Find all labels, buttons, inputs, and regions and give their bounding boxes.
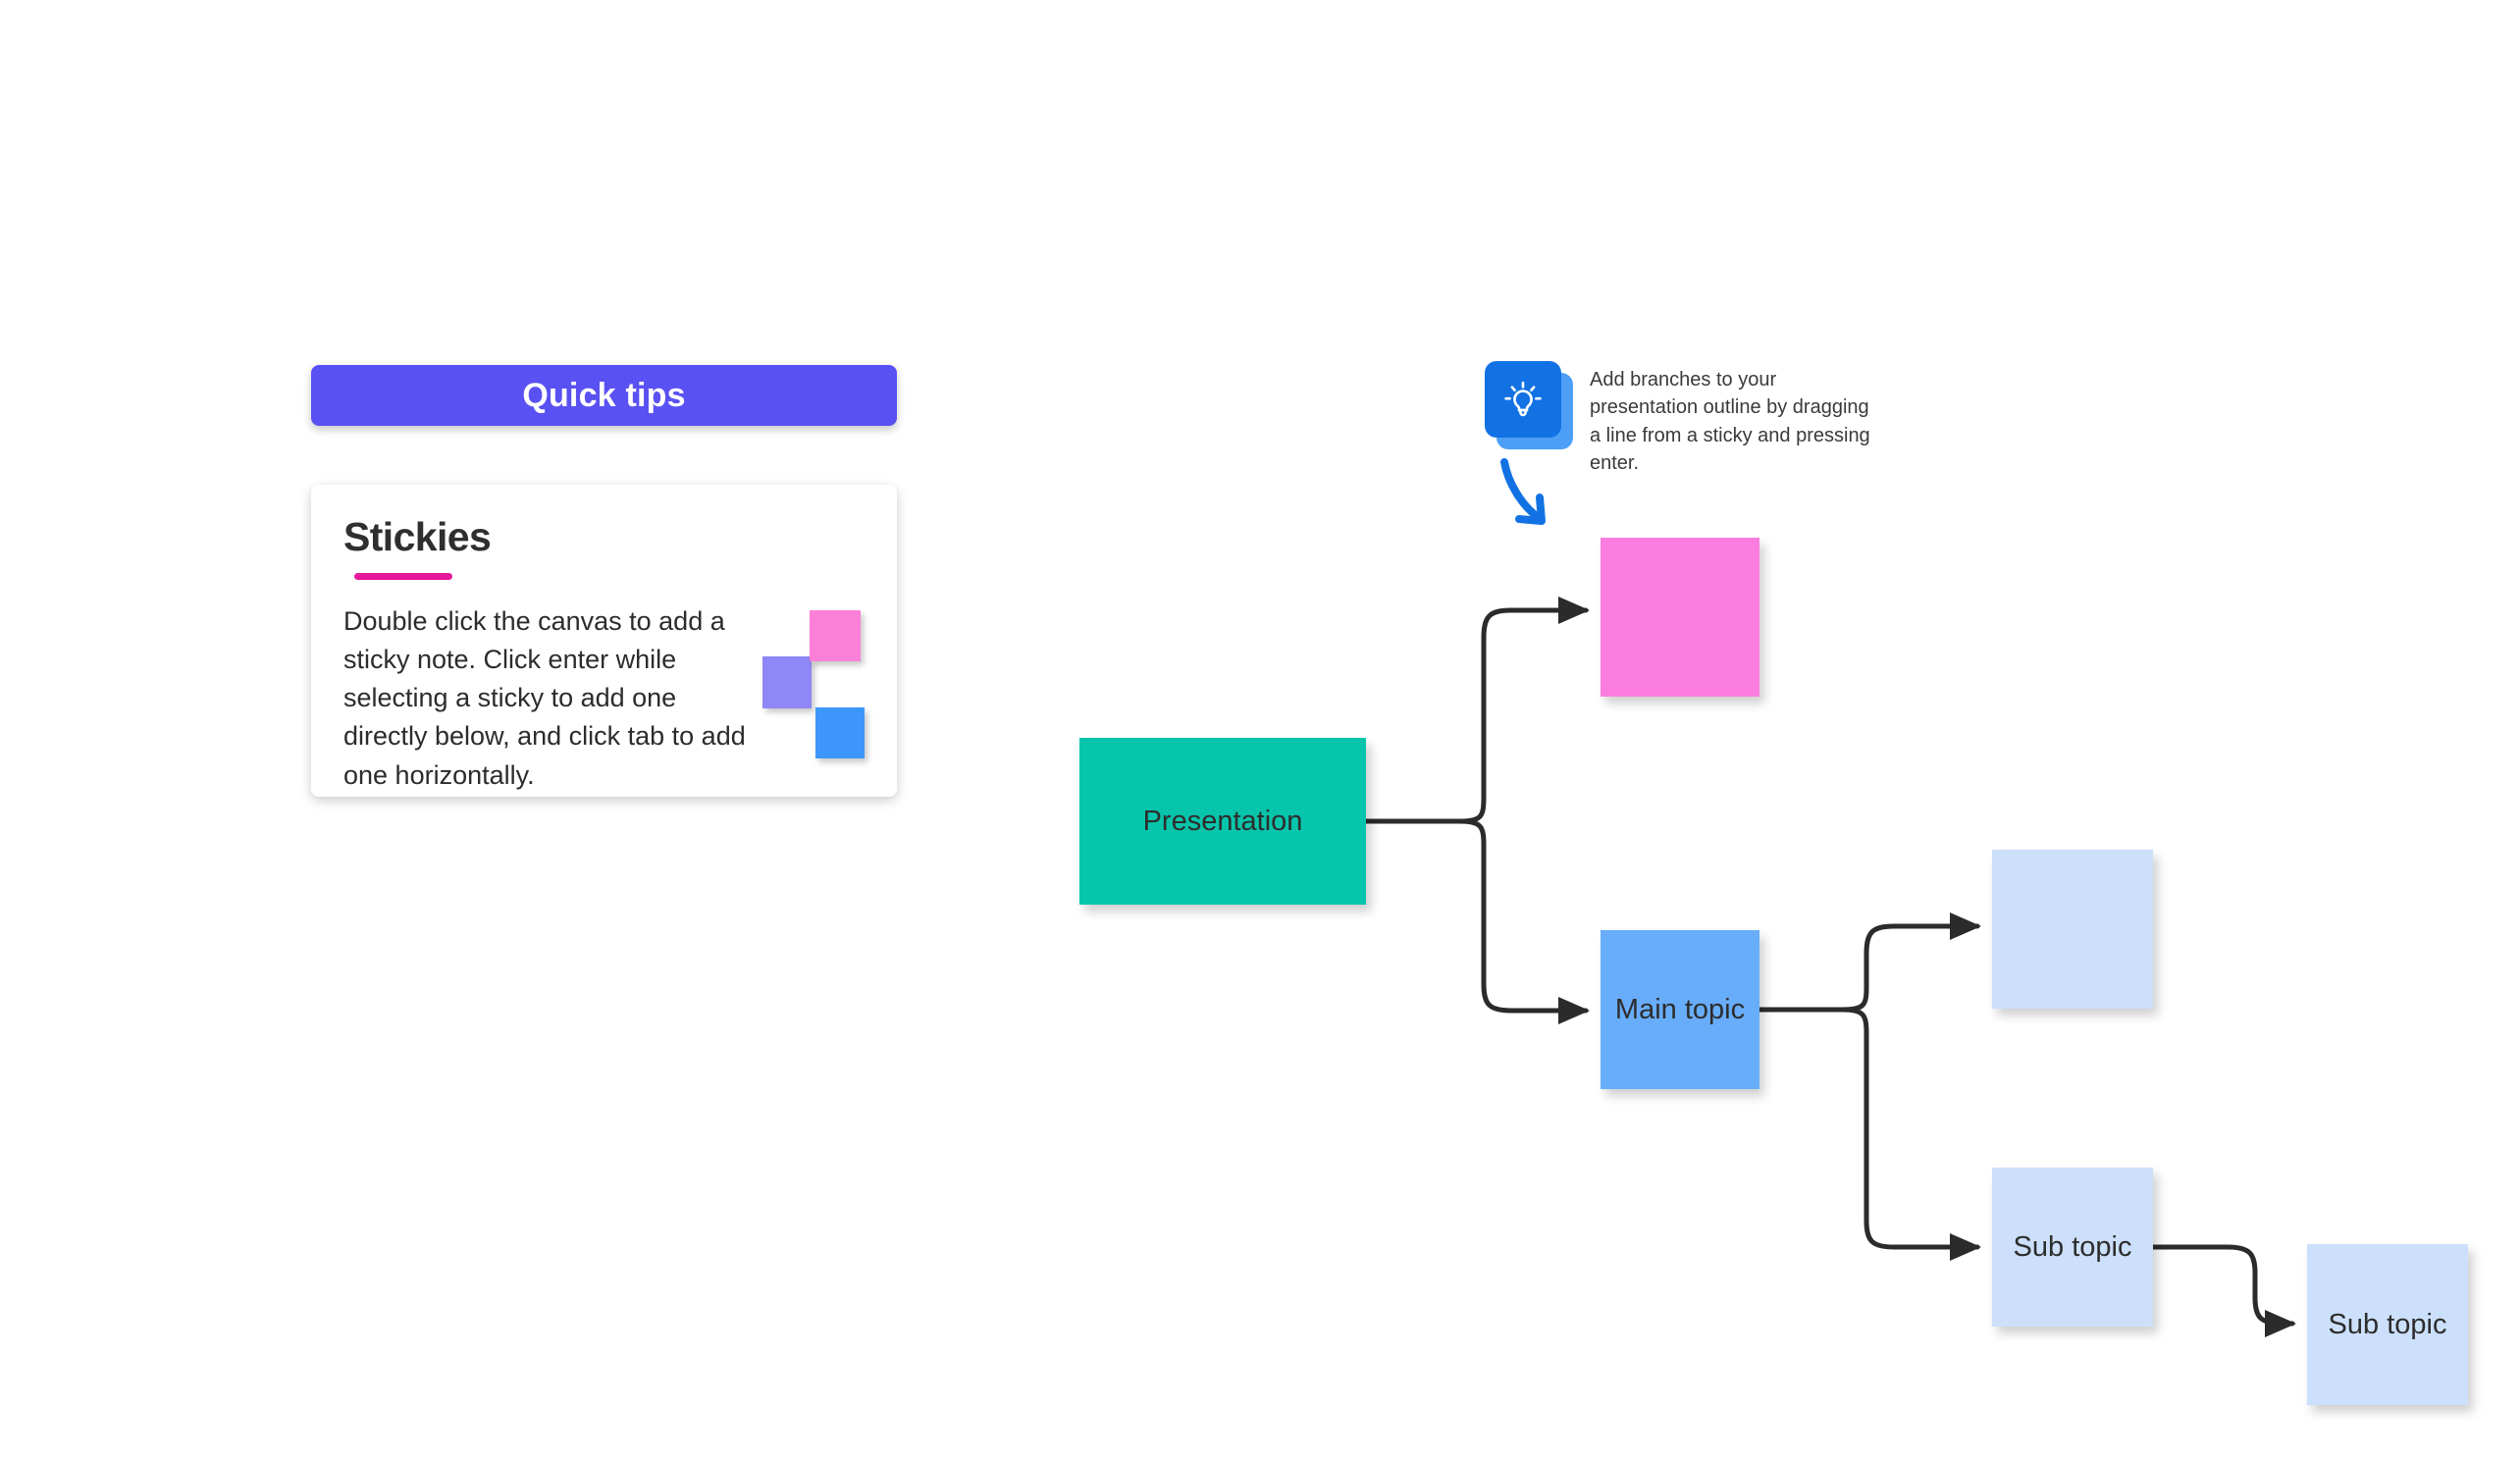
decor-sticky-blue	[815, 707, 865, 758]
decor-sticky-pink	[810, 610, 861, 661]
quick-tips-panel: Quick tips Stickies Double click the can…	[311, 365, 897, 797]
edge-presentation-to-pink	[1457, 597, 1591, 824]
sticky-node-light-blank[interactable]	[1992, 850, 2153, 1009]
stickies-card-underline	[354, 573, 452, 580]
tip-icon-wrap[interactable]	[1485, 361, 1573, 449]
stickies-card-heading: Stickies	[343, 514, 492, 559]
quick-tips-title: Quick tips	[522, 376, 686, 414]
edge-main-topic-to-light-blank	[1840, 912, 1982, 1013]
sticky-node-label: Main topic	[1614, 993, 1746, 1025]
sticky-node-label: Sub topic	[2013, 1230, 2132, 1263]
edge-presentation-to-main-topic	[1457, 818, 1591, 1024]
quick-tips-header[interactable]: Quick tips	[311, 365, 897, 426]
edge-sub-topic-1-to-sub-topic-2	[2150, 1244, 2297, 1337]
sticky-node-pink-blank[interactable]	[1601, 538, 1759, 697]
sticky-node-sub-topic-2[interactable]: Sub topic	[2307, 1244, 2468, 1405]
sticky-node-sub-topic-1[interactable]: Sub topic	[1992, 1168, 2153, 1327]
sticky-node-label: Presentation	[1142, 805, 1303, 837]
sticky-node-label: Sub topic	[2328, 1308, 2447, 1340]
sticky-node-main-topic[interactable]: Main topic	[1601, 930, 1759, 1089]
stickies-tip-card[interactable]: Stickies Double click the canvas to add …	[311, 485, 897, 797]
edge-main-topic-to-sub-topic-1	[1840, 1007, 1982, 1261]
sticky-node-presentation[interactable]: Presentation	[1079, 738, 1366, 905]
lightbulb-icon[interactable]	[1485, 361, 1561, 438]
tip-text: Add branches to your presentation outlin…	[1590, 369, 1870, 475]
stickies-card-body: Double click the canvas to add a sticky …	[343, 606, 746, 790]
decor-sticky-purple	[762, 656, 812, 708]
curved-down-arrow-icon	[1500, 458, 1546, 525]
